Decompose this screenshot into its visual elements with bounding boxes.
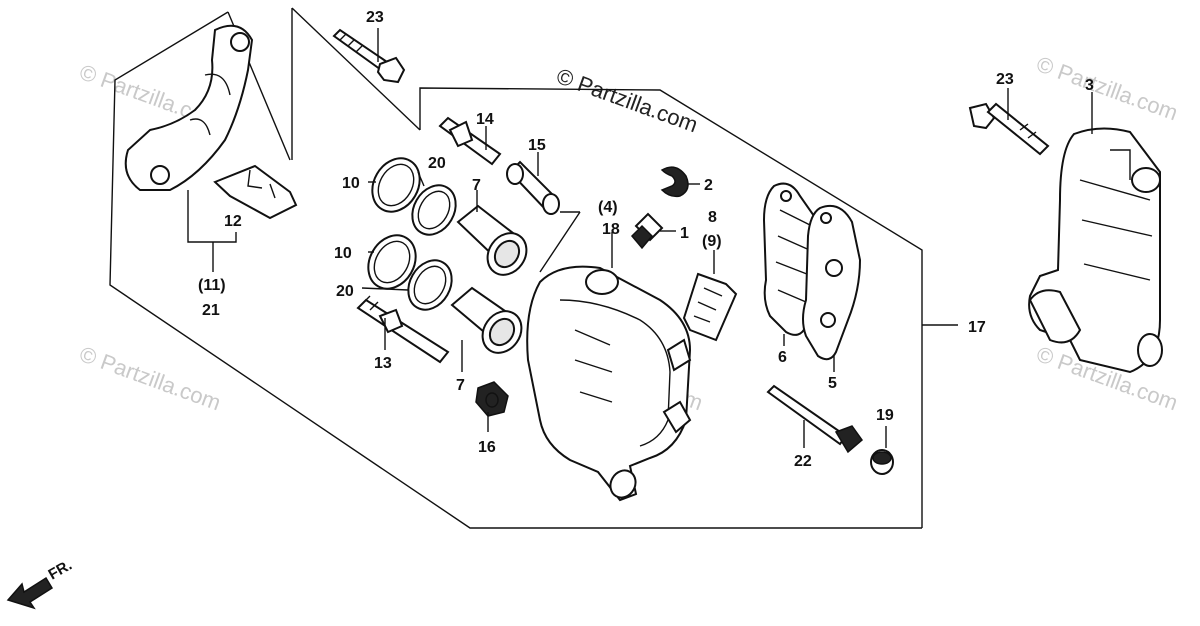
piston-upper	[456, 204, 528, 276]
callout-16: 16	[478, 439, 496, 456]
piston-lower	[450, 286, 523, 354]
callout-23a: 23	[366, 9, 384, 26]
callout-22: 22	[794, 453, 812, 470]
callout-7a: 7	[472, 177, 481, 194]
callout-8: 8	[708, 209, 717, 226]
front-indicator-label: FR.	[46, 557, 75, 584]
leader-20a	[417, 171, 425, 187]
callout-5: 5	[828, 375, 837, 392]
bleeder-cap	[660, 166, 689, 198]
callout-7b: 7	[456, 377, 465, 394]
callout-13: 13	[374, 355, 392, 372]
slide-pin-15	[506, 160, 560, 215]
caliper-bracket	[124, 24, 254, 191]
caliper-assembly	[1028, 127, 1163, 374]
callout-19: 19	[876, 407, 894, 424]
group-line-15b	[539, 211, 581, 273]
pad-spring	[682, 272, 738, 342]
watermark-top-right: © Partzilla.com	[1033, 51, 1181, 125]
front-arrow-icon	[6, 576, 54, 610]
callout-21: 21	[202, 302, 220, 319]
callout-20a: 20	[428, 155, 446, 172]
callout-2: 2	[704, 177, 713, 194]
callout-9: (9)	[702, 233, 722, 250]
group-boundary-left	[109, 11, 922, 529]
piston-seal-upper-inner	[377, 163, 415, 207]
pad-pin-plug	[870, 449, 894, 475]
callout-10a: 10	[342, 175, 360, 192]
bolt-23-right	[968, 102, 1050, 156]
callout-6: 6	[778, 349, 787, 366]
callout-18: 18	[602, 221, 620, 238]
pad-pin	[766, 384, 864, 454]
slide-pin-14	[438, 116, 502, 166]
callout-20b: 20	[336, 283, 354, 300]
brake-pad-outer	[802, 204, 862, 361]
callout-23b: 23	[996, 71, 1014, 88]
bleeder-bolt	[475, 381, 509, 417]
callout-10b: 10	[334, 245, 352, 262]
caliper-body	[526, 265, 692, 502]
callout-11: (11)	[198, 277, 226, 294]
pad-spring-clip	[213, 164, 298, 220]
callout-3: 3	[1085, 77, 1094, 94]
callout-4: (4)	[598, 199, 618, 216]
callout-12: 12	[224, 213, 242, 230]
callout-17: 17	[968, 319, 986, 336]
leader-21-11	[187, 190, 237, 243]
callout-14: 14	[476, 111, 494, 128]
callout-1: 1	[680, 225, 689, 242]
piston-seal-lower-inner	[373, 240, 411, 284]
leader-20b	[361, 287, 409, 291]
piston-seal-lower	[367, 234, 417, 290]
callout-15: 15	[528, 137, 546, 154]
dust-seal-upper	[411, 184, 457, 236]
group-line	[291, 7, 421, 131]
piston-seal-upper	[371, 157, 421, 213]
watermark-bottom-left: © Partzilla.com	[76, 341, 224, 415]
group-boundary-caliper	[419, 87, 923, 528]
dust-seal-upper-inner	[417, 190, 451, 230]
bolt-23-left	[332, 28, 406, 84]
dust-seal-lower	[407, 259, 453, 311]
bleeder-valve	[630, 212, 664, 250]
watermark-main: © Partzilla.com	[553, 63, 701, 137]
dust-seal-lower-inner	[413, 265, 447, 305]
